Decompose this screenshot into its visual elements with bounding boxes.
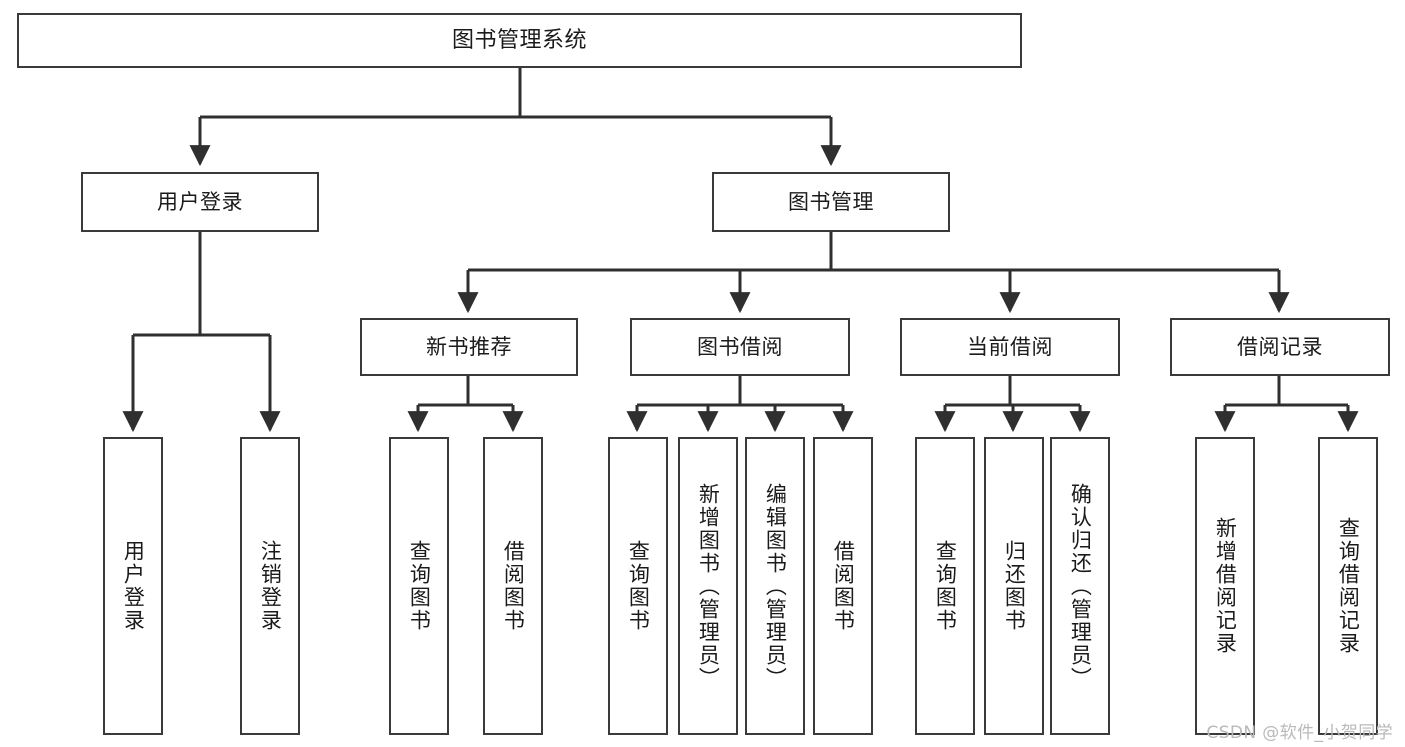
node-borrowing-record[interactable]: 借阅记录 <box>1170 318 1390 376</box>
node-book-borrowing[interactable]: 图书借阅 <box>630 318 850 376</box>
leaf-borrow-borrow-book[interactable]: 借阅图书 <box>813 437 873 735</box>
node-label: 用户登录 <box>157 189 243 214</box>
node-label: 借阅图书 <box>501 540 526 632</box>
node-label: 新书推荐 <box>426 334 512 359</box>
node-label: 图书借阅 <box>697 334 783 359</box>
leaf-current-confirm-return-admin[interactable]: 确认归还（管理员） <box>1050 437 1110 735</box>
node-label: 查询图书 <box>407 540 432 632</box>
leaf-record-add-borrow-record[interactable]: 新增借阅记录 <box>1195 437 1255 735</box>
node-label: 借阅记录 <box>1237 334 1323 359</box>
leaf-record-query-borrow-record[interactable]: 查询借阅记录 <box>1318 437 1378 735</box>
node-label: 确认归还（管理员） <box>1068 482 1093 690</box>
node-label: 编辑图书（管理员） <box>763 482 788 690</box>
node-label: 图书管理 <box>788 189 874 214</box>
node-label: 归还图书 <box>1002 540 1027 632</box>
leaf-recommend-borrow-book[interactable]: 借阅图书 <box>483 437 543 735</box>
node-new-book-recommendation[interactable]: 新书推荐 <box>360 318 578 376</box>
leaf-borrow-query-book[interactable]: 查询图书 <box>608 437 668 735</box>
node-label: 当前借阅 <box>967 334 1053 359</box>
leaf-recommend-query-book[interactable]: 查询图书 <box>389 437 449 735</box>
node-label: 查询图书 <box>933 540 958 632</box>
node-current-borrowing[interactable]: 当前借阅 <box>900 318 1120 376</box>
leaf-user-login-logout[interactable]: 注销登录 <box>240 437 300 735</box>
leaf-borrow-edit-book-admin[interactable]: 编辑图书（管理员） <box>745 437 805 735</box>
node-user-login[interactable]: 用户登录 <box>81 172 319 232</box>
csdn-watermark: CSDN @软件_小贺同学 <box>1206 723 1393 743</box>
leaf-current-return-book[interactable]: 归还图书 <box>984 437 1044 735</box>
leaf-current-query-book[interactable]: 查询图书 <box>915 437 975 735</box>
node-label: 图书管理系统 <box>451 27 587 53</box>
node-label: 用户登录 <box>121 540 146 632</box>
leaf-borrow-add-book-admin[interactable]: 新增图书（管理员） <box>678 437 738 735</box>
leaf-user-login-login[interactable]: 用户登录 <box>103 437 163 735</box>
node-label: 查询借阅记录 <box>1336 517 1361 655</box>
node-label: 注销登录 <box>258 540 283 632</box>
node-label: 借阅图书 <box>831 540 856 632</box>
node-root-book-management-system[interactable]: 图书管理系统 <box>17 13 1022 68</box>
node-book-management[interactable]: 图书管理 <box>712 172 950 232</box>
node-label: 查询图书 <box>626 540 651 632</box>
node-label: 新增借阅记录 <box>1213 517 1238 655</box>
node-label: 新增图书（管理员） <box>696 482 721 690</box>
